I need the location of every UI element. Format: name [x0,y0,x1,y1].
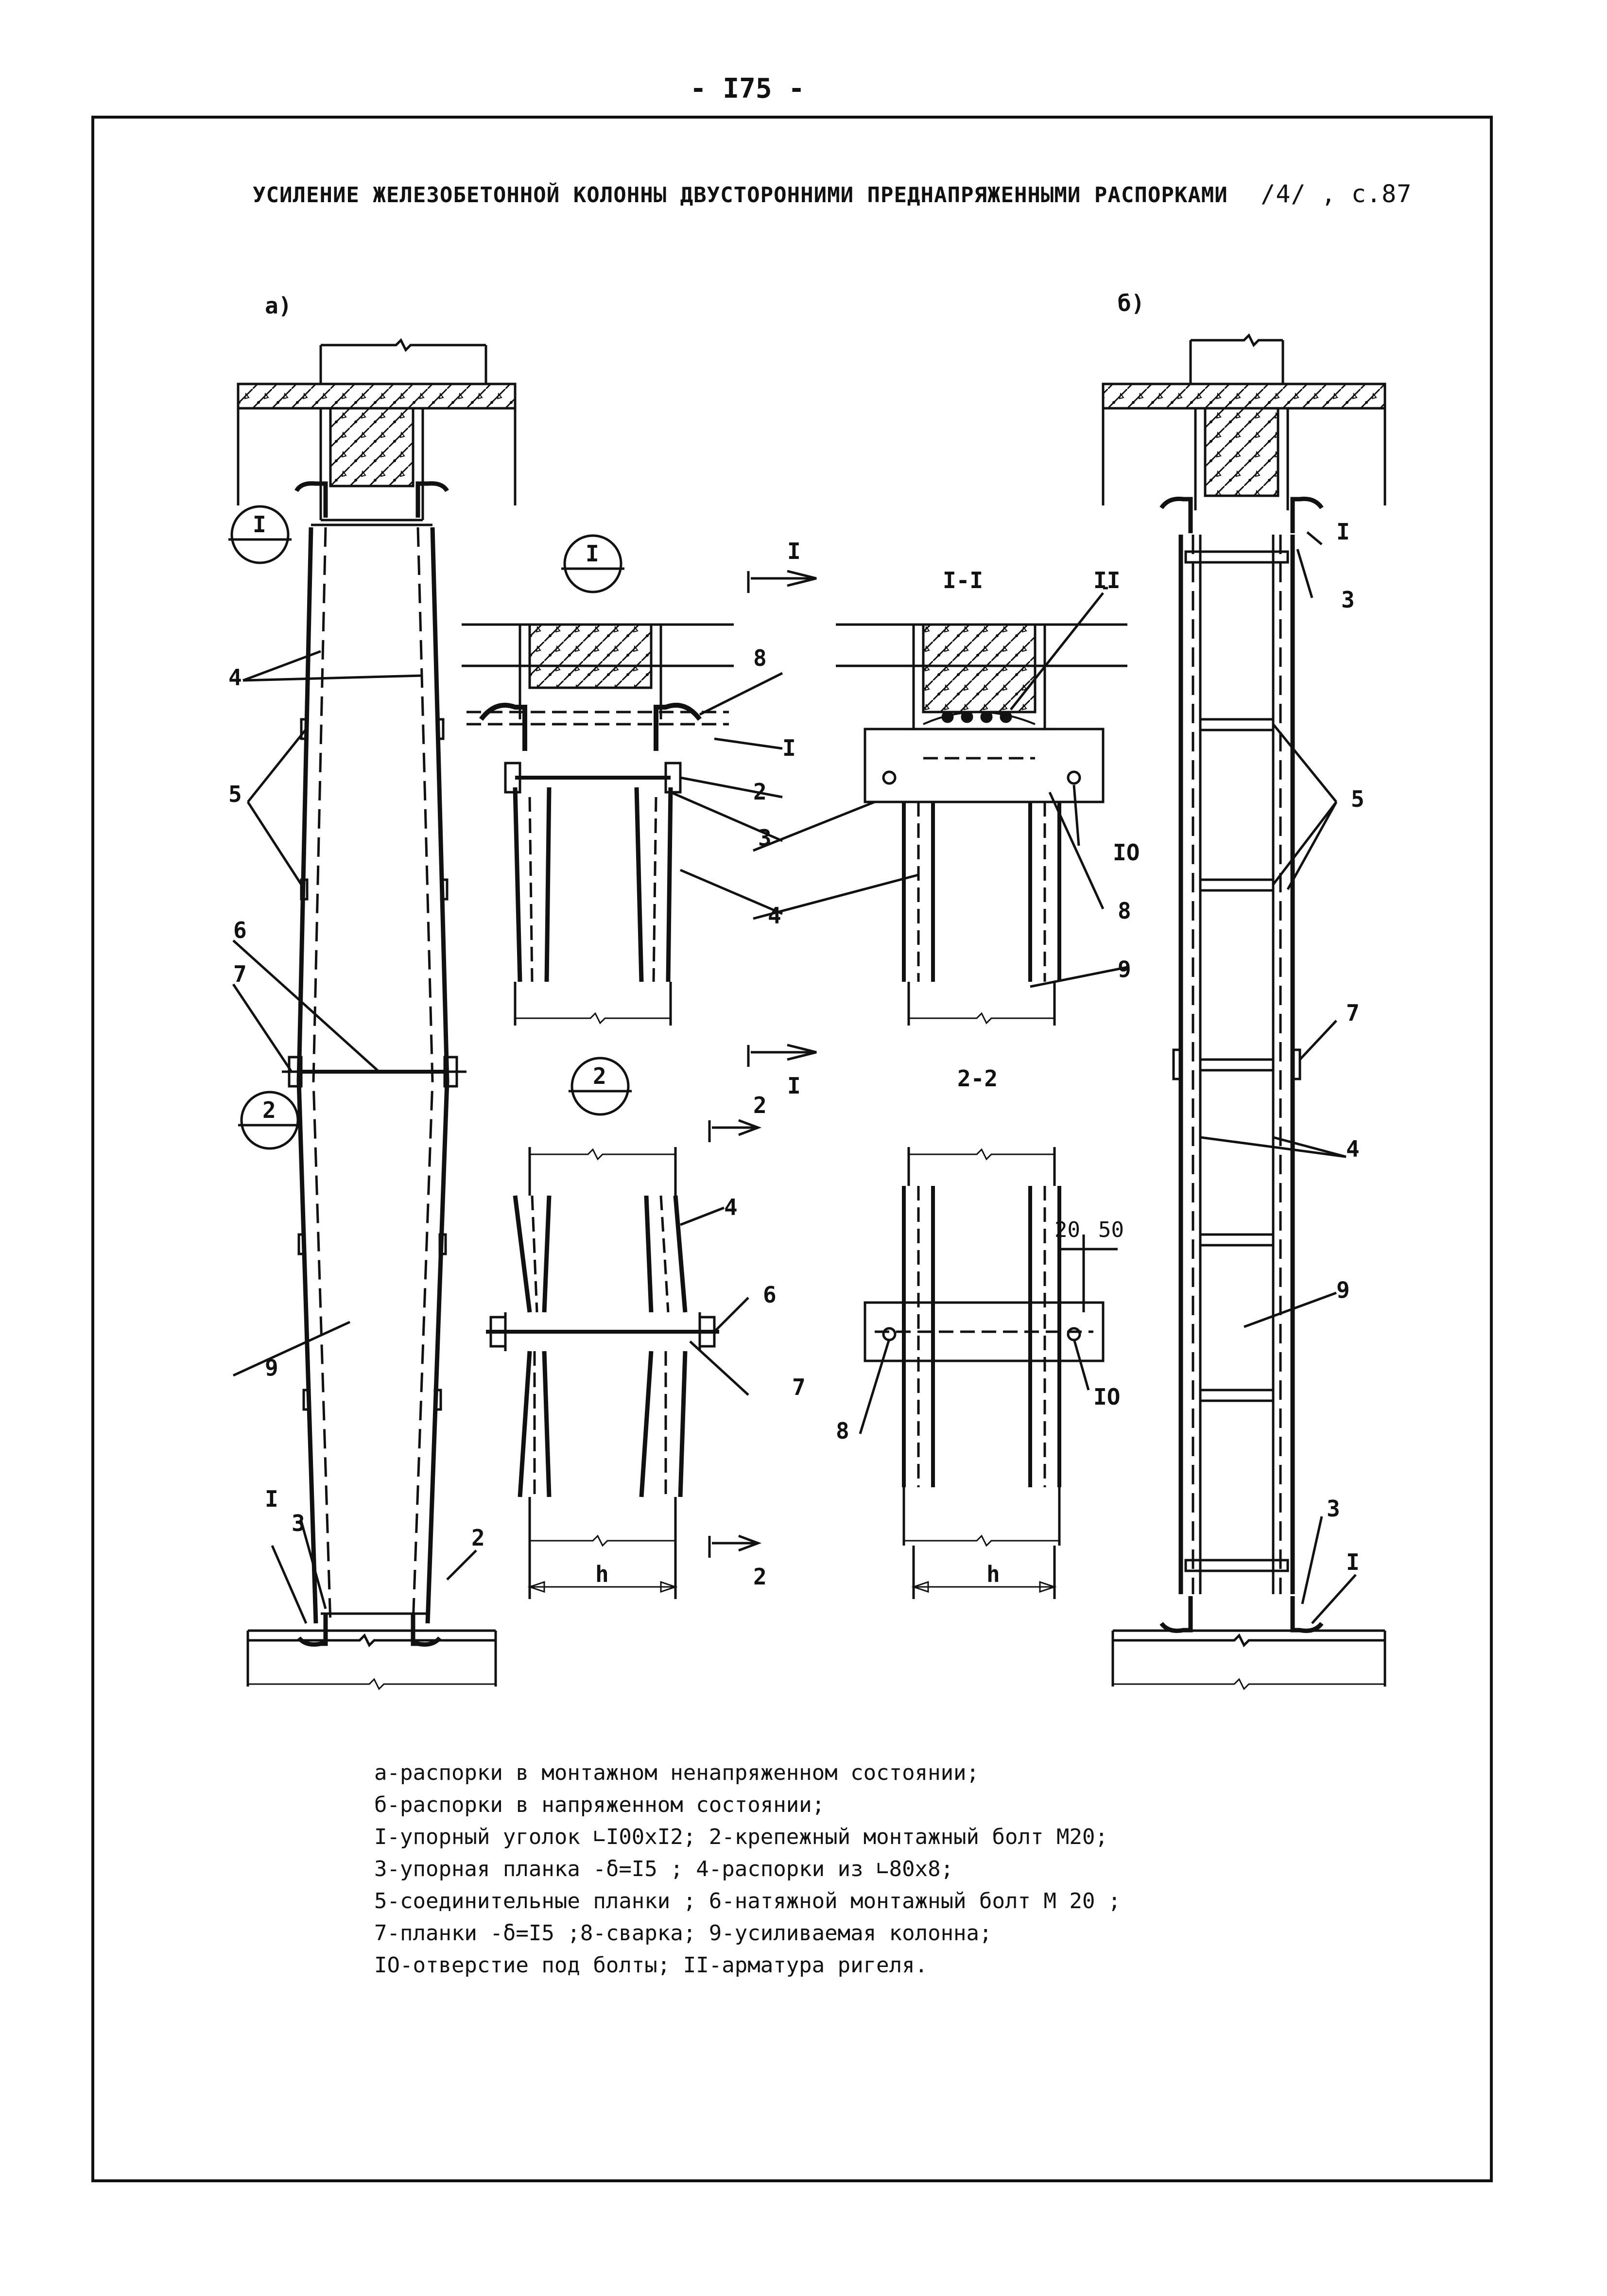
title-reference: /4/ , с.87 [1261,180,1412,208]
dim-h-node-2: h [595,1561,609,1587]
callout-5-a: 5 [228,781,242,807]
sheet-frame [91,116,1493,2182]
page-number: - I75 - [690,73,805,104]
node-1-detail: I [462,534,783,1026]
callout-7-b: 7 [1346,1000,1360,1026]
callout-3-b-top: 3 [1341,587,1355,613]
callout-2-n1: 2 [753,779,767,805]
callout-7-n2: 7 [792,1374,806,1400]
callout-10-s1: IO [1113,839,1140,866]
callout-8-s2: 8 [836,1418,849,1444]
beam-a [329,407,415,487]
callout-6-n2: 6 [763,1282,777,1308]
dim-h-section-2: h [986,1561,1000,1587]
cut-label-2-bottom: 2 [753,1564,767,1590]
callout-5-b: 5 [1351,786,1365,812]
callout-1-b-top: I [1336,519,1350,545]
callout-1-b-bottom: I [1346,1549,1360,1575]
node-mark-1-a: I [228,505,292,564]
callouts-section-1: II IO 8 9 [1093,567,1140,982]
callout-11: II [1093,567,1120,593]
dim-20: 20 [1054,1218,1080,1242]
cut-label-1-top: I [787,538,801,564]
cut-label-2-top: 2 [753,1092,767,1118]
view-b: б) [1102,290,1386,1690]
view-a: а) [228,293,517,1690]
legend: а-распорки в монтажном ненапряженном сос… [374,1757,1121,1982]
slab-b [1102,383,1386,410]
legend-line-1-2: I-упорный уголок ∟I00хI2; 2-крепежный мо… [374,1825,1108,1849]
cut-label-1-bottom: I [787,1073,801,1099]
callout-7-a: 7 [233,961,247,987]
svg-text:2: 2 [262,1097,276,1123]
connection-plates-a [297,718,449,1411]
callout-9-s1: 9 [1118,956,1131,982]
node-mark-1-detail: I [561,534,624,593]
legend-line-5-6: 5-соединительные планки ; 6-натяжной мон… [374,1889,1121,1913]
legend-line-7-9: 7-планки -δ=I5 ;8-сварка; 9-усиливаемая … [374,1921,992,1946]
section-1-1: I I I-I [747,538,1128,1099]
title-text: УСИЛЕНИЕ ЖЕЛЕЗОБЕТОННОЙ КОЛОННЫ ДВУСТОРО… [253,183,1228,208]
callout-1-n1: I [782,735,796,761]
callout-10-s2: IO [1093,1384,1120,1410]
callout-9-a: 9 [265,1355,278,1381]
node-mark-2-a: 2 [238,1091,301,1150]
callouts-view-b: I 3 5 7 4 9 3 I [1327,519,1365,1575]
beam-b [1204,407,1279,497]
callout-3-a: 3 [292,1510,305,1536]
callout-4-n1: 4 [768,903,781,929]
callout-6-a: 6 [233,917,247,943]
view-a-label: а) [265,293,292,319]
callout-4-n2: 4 [724,1194,738,1220]
sheet-title: УСИЛЕНИЕ ЖЕЛЕЗОБЕТОННОЙ КОЛОННЫ ДВУСТОРО… [253,180,1412,208]
callout-4-b: 4 [1346,1136,1360,1162]
view-b-label: б) [1118,290,1144,316]
section-2-title: 2-2 [957,1065,998,1092]
callouts-node-1: 8 I 2 3 4 [753,645,796,929]
callouts-node-2: 4 6 7 [724,1194,806,1400]
callouts-view-a: 4 5 6 7 9 I 3 2 [228,664,485,1551]
dim-50: 50 [1098,1218,1124,1242]
node-2-detail: 2 h [486,1057,749,1599]
section-1-title: I-I [943,567,983,593]
legend-line-a: а-распорки в монтажном ненапряженном сос… [374,1760,980,1785]
drawing-canvas: а) [228,290,1386,1690]
callout-1-a: I [265,1486,278,1512]
legend-line-b: б-распорки в напряженном состоянии; [374,1792,825,1817]
callout-8-s1: 8 [1118,898,1131,924]
callout-8-n1: 8 [753,645,767,671]
legend-line-10-11: IO-отверстие под болты; II-арматура риге… [374,1953,928,1978]
section-2-2: 2 2 2-2 20 50 h [708,1065,1124,1599]
svg-text:I: I [253,511,266,538]
callout-9-b: 9 [1336,1277,1350,1303]
node-mark-2-detail: 2 [569,1057,632,1116]
svg-text:2: 2 [593,1063,606,1089]
callout-3-b-bottom: 3 [1327,1496,1340,1522]
svg-text:I: I [586,540,599,567]
callout-4-a: 4 [228,664,242,691]
legend-line-3-4: 3-упорная планка -δ=I5 ; 4-распорки из ∟… [374,1857,954,1881]
callouts-section-2: 8 IO [836,1384,1120,1444]
slab-a [237,383,517,410]
battens-b [1184,550,1289,1572]
callout-2-a: 2 [471,1525,485,1551]
